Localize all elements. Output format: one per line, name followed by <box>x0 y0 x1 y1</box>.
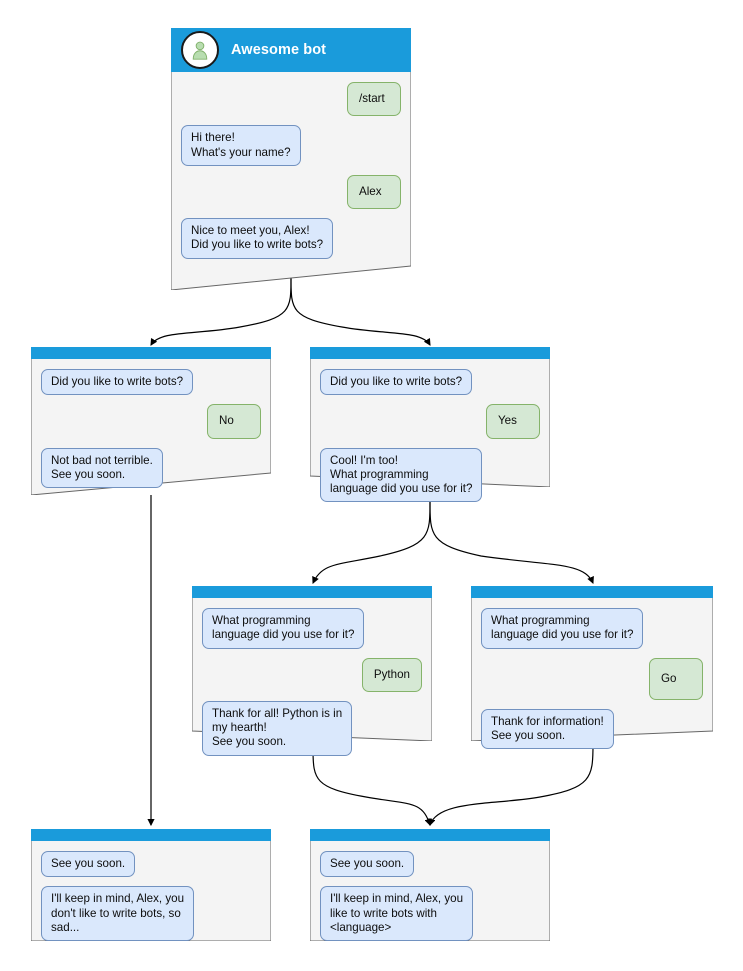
message-row: Not bad not terrible. See you soon. <box>41 447 261 489</box>
user-message-bubble[interactable]: Python <box>361 657 422 692</box>
message-row: Cool! I'm too! What programming language… <box>320 447 540 503</box>
node-answer-no-chat: Did you like to write bots? No Not bad n… <box>31 359 271 489</box>
node-lang-go[interactable]: What programming language did you use fo… <box>471 586 713 750</box>
bot-message-bubble[interactable]: I'll keep in mind, Alex, you like to wri… <box>320 886 474 942</box>
node-end-sad-chat: See you soon. I'll keep in mind, Alex, y… <box>31 841 271 942</box>
node-lang-python-chat: What programming language did you use fo… <box>192 598 432 756</box>
node-answer-yes-chat: Did you like to write bots? Yes Cool! I'… <box>310 359 550 503</box>
edge-yes-to-go <box>429 501 594 584</box>
node-start-chat: /start Hi there! What's your name? Alex … <box>171 72 411 259</box>
message-row: Yes <box>320 404 540 439</box>
bot-message-bubble[interactable]: Cool! I'm too! What programming language… <box>320 447 483 503</box>
bot-message-bubble[interactable]: I'll keep in mind, Alex, you don't like … <box>41 886 195 942</box>
user-message-bubble[interactable]: Go <box>649 657 703 700</box>
message-row: Go <box>481 657 703 700</box>
bot-message-bubble[interactable]: See you soon. <box>41 851 136 878</box>
message-row: See you soon. <box>41 851 261 878</box>
node-answer-no-titlebar <box>31 347 271 359</box>
bot-name-label: Awesome bot <box>231 42 327 58</box>
message-row: Did you like to write bots? <box>320 369 540 396</box>
node-end-happy-titlebar <box>310 829 550 841</box>
bot-message-bubble[interactable]: Thank for all! Python is in my hearth! S… <box>202 700 353 756</box>
message-row: /start <box>181 82 401 117</box>
node-lang-python[interactable]: What programming language did you use fo… <box>192 586 432 756</box>
bot-message-bubble[interactable]: See you soon. <box>320 851 415 878</box>
message-row: What programming language did you use fo… <box>202 608 422 649</box>
message-row: Python <box>202 657 422 692</box>
bot-message-bubble[interactable]: Did you like to write bots? <box>41 369 194 396</box>
bot-message-bubble[interactable]: Hi there! What's your name? <box>181 125 301 166</box>
bot-message-bubble[interactable]: Did you like to write bots? <box>320 369 473 396</box>
message-row: I'll keep in mind, Alex, you like to wri… <box>320 886 540 942</box>
bot-message-bubble[interactable]: Nice to meet you, Alex! Did you like to … <box>181 218 334 259</box>
user-message-bubble[interactable]: Alex <box>347 174 401 210</box>
node-lang-python-titlebar <box>192 586 432 598</box>
message-row: No <box>41 404 261 439</box>
message-row: See you soon. <box>320 851 540 878</box>
user-message-bubble[interactable]: No <box>207 404 261 439</box>
edge-yes-to-python <box>312 501 431 584</box>
user-message-bubble[interactable]: Yes <box>486 404 540 439</box>
bot-message-bubble[interactable]: What programming language did you use fo… <box>202 608 365 649</box>
node-end-sad-titlebar <box>31 829 271 841</box>
node-end-happy[interactable]: See you soon. I'll keep in mind, Alex, y… <box>310 829 550 942</box>
node-answer-no[interactable]: Did you like to write bots? No Not bad n… <box>31 347 271 495</box>
bot-message-bubble[interactable]: What programming language did you use fo… <box>481 608 644 649</box>
message-row: Thank for information! See you soon. <box>481 708 703 750</box>
message-row: Alex <box>181 174 401 210</box>
node-start-titlebar: Awesome bot <box>171 28 411 72</box>
message-row: Nice to meet you, Alex! Did you like to … <box>181 218 401 259</box>
node-end-happy-chat: See you soon. I'll keep in mind, Alex, y… <box>310 841 550 942</box>
message-row: Did you like to write bots? <box>41 369 261 396</box>
user-message-bubble[interactable]: /start <box>347 82 401 117</box>
message-row: What programming language did you use fo… <box>481 608 703 649</box>
node-end-sad[interactable]: See you soon. I'll keep in mind, Alex, y… <box>31 829 271 942</box>
node-lang-go-chat: What programming language did you use fo… <box>471 598 713 750</box>
bot-message-bubble[interactable]: Not bad not terrible. See you soon. <box>41 447 163 489</box>
message-row: I'll keep in mind, Alex, you don't like … <box>41 886 261 942</box>
node-answer-yes[interactable]: Did you like to write bots? Yes Cool! I'… <box>310 347 550 503</box>
node-start[interactable]: Awesome bot /start Hi there! What's your… <box>171 28 411 290</box>
message-row: Hi there! What's your name? <box>181 125 401 166</box>
node-answer-yes-titlebar <box>310 347 550 359</box>
message-row: Thank for all! Python is in my hearth! S… <box>202 700 422 756</box>
user-avatar-icon <box>181 31 219 69</box>
node-lang-go-titlebar <box>471 586 713 598</box>
bot-message-bubble[interactable]: Thank for information! See you soon. <box>481 708 614 750</box>
